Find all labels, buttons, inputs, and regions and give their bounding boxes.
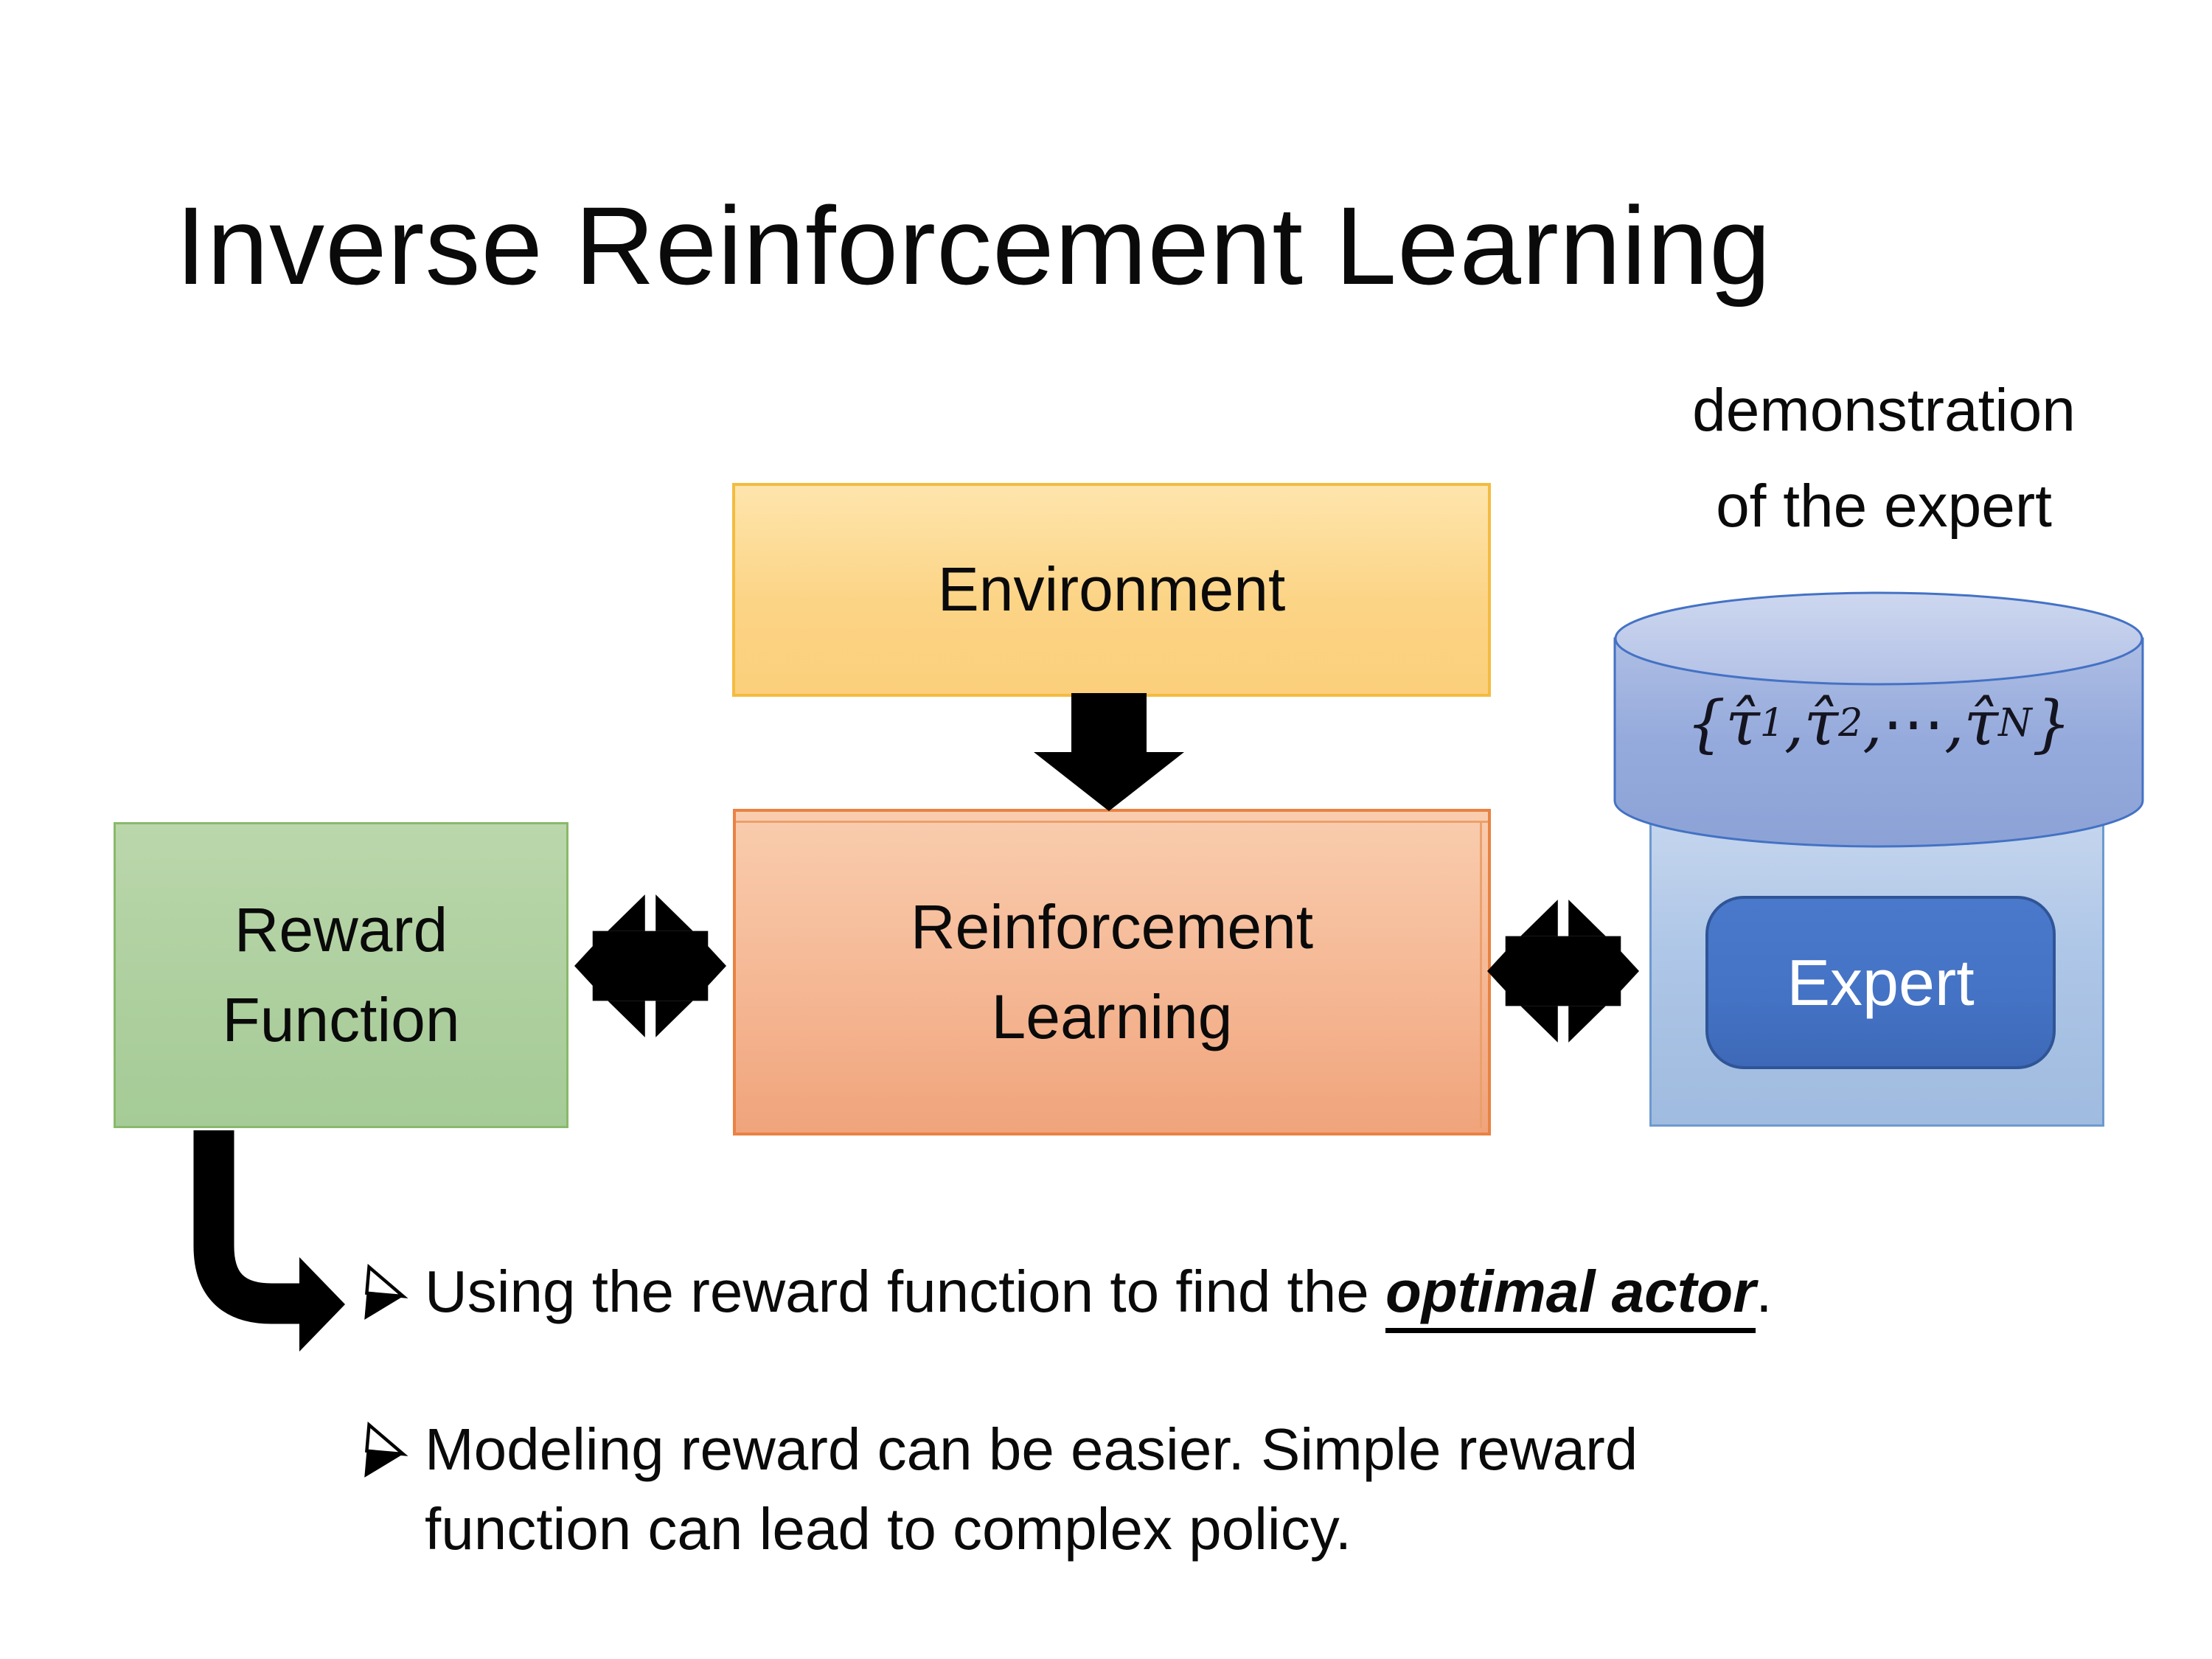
- formula-sep1: ,: [1784, 687, 1804, 759]
- formula-rbrace: }: [2031, 687, 2072, 759]
- expert-label: Expert: [1787, 945, 1975, 1019]
- demonstration-label-line2: of the expert: [1716, 472, 2052, 540]
- slide-title: Inverse Reinforcement Learning: [175, 184, 1772, 307]
- bullet-1-emphasis: optimal actor: [1385, 1259, 1756, 1333]
- formula-sep3: ,: [1944, 687, 1964, 759]
- reward-label-line2: Function: [222, 984, 460, 1054]
- double-arrow-left-icon: [574, 894, 726, 1037]
- down-arrow-icon: [1034, 693, 1184, 811]
- expert-box: Expert: [1705, 896, 2056, 1069]
- environment-label: Environment: [937, 554, 1286, 625]
- bullet-2-line1: Modeling reward can be easier. Simple re…: [425, 1416, 1638, 1482]
- demonstration-label-line1: demonstration: [1692, 377, 2076, 444]
- demonstration-label: demonstration of the expert: [1578, 363, 2190, 554]
- bullet-1-text: Using the reward function to find the op…: [425, 1252, 1773, 1333]
- arrowhead-bullet-icon: [364, 1421, 408, 1478]
- reward-label-line1: Reward: [234, 894, 448, 964]
- reward-function-box: Reward Function: [114, 822, 568, 1128]
- bullet-item-2: Modeling reward can be easier. Simple re…: [363, 1410, 2132, 1569]
- bullet-2-text: Modeling reward can be easier. Simple re…: [425, 1410, 1638, 1569]
- formula-tauN: τ̂: [1964, 687, 1999, 759]
- rl-label-line1: Reinforcement: [910, 891, 1314, 961]
- formula-lbrace: {: [1686, 687, 1726, 759]
- bullet-1-post: .: [1756, 1259, 1773, 1324]
- formula-dots: ⋯: [1882, 687, 1944, 759]
- rl-label-line2: Learning: [991, 981, 1233, 1051]
- formula-tau1: τ̂: [1725, 687, 1760, 759]
- bullet-2-line2: function can lead to complex policy.: [425, 1496, 1352, 1562]
- trajectory-formula: {τ̂1, τ̂2, ⋯, τ̂N}: [1686, 687, 2072, 759]
- formula-sep2: ,: [1863, 687, 1882, 759]
- formula-tau2: τ̂: [1804, 687, 1839, 759]
- bullet-item-1: Using the reward function to find the op…: [363, 1252, 2132, 1333]
- elbow-arrow-icon: [193, 1130, 345, 1352]
- reinforcement-learning-box: Reinforcement Learning: [733, 809, 1491, 1135]
- rl-box-inner-edge-right: [1480, 821, 1482, 1128]
- arrowhead-bullet-icon: [364, 1263, 408, 1320]
- bullet-1-pre: Using the reward function to find the: [425, 1259, 1385, 1324]
- rl-box-inner-edge: [736, 821, 1488, 823]
- double-arrow-right-icon: [1487, 900, 1639, 1043]
- demonstration-cylinder: [1613, 591, 2144, 848]
- environment-box: Environment: [732, 483, 1491, 697]
